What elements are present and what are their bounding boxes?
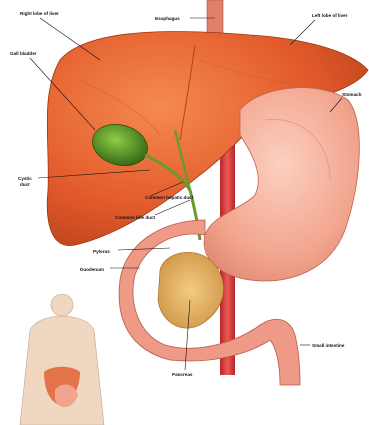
body-silhouette-inset [20,294,104,425]
pancreas [158,252,223,328]
label-common-hepatic-duct: Common hepatic duct [145,195,194,200]
label-pancreas: Pancreas [172,372,193,377]
label-common-bile-duct: Common bile duct [115,215,156,220]
label-duodenum: Duodenum [80,267,104,272]
label-pylorus: Pylorus [93,249,110,254]
label-gallbladder: Gall bladder [10,51,37,56]
label-cystic-duct-line2: duct [20,182,30,187]
label-left-lobe: Left lobe of liver [312,13,348,18]
label-stomach: Stomach [342,92,362,97]
label-cystic-duct-line1: Cystic [18,176,32,181]
label-small-intestine: Small intestine [312,343,345,348]
label-right-lobe: Right lobe of liver [20,11,59,16]
label-esophagus: Esophagus [155,16,180,21]
